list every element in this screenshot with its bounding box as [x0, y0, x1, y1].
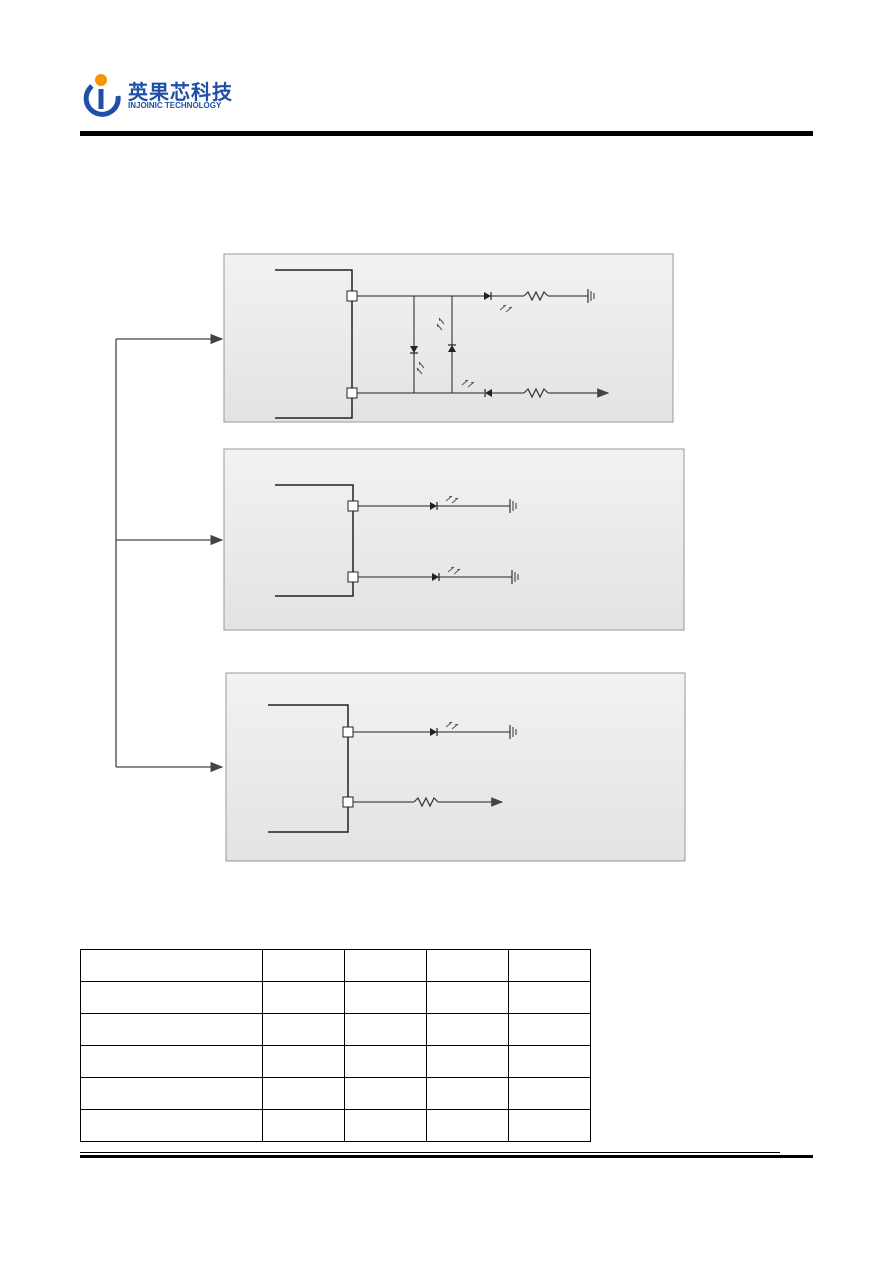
table-cell — [426, 981, 509, 1014]
footer-rule-thin — [80, 1152, 780, 1153]
table-cell — [344, 1077, 427, 1110]
table-cell — [262, 981, 345, 1014]
table-cell — [80, 1013, 263, 1046]
table-cell — [508, 1077, 591, 1110]
table-cell — [508, 1013, 591, 1046]
table-cell — [426, 1109, 509, 1142]
table-cell — [344, 981, 427, 1014]
table-row — [80, 1077, 591, 1110]
table-row — [80, 1109, 591, 1142]
table-cell — [344, 1045, 427, 1078]
header-rule — [80, 131, 813, 136]
table-cell — [426, 1045, 509, 1078]
logo-mark-icon — [83, 74, 121, 117]
table-cell — [508, 1045, 591, 1078]
company-logo: 英果芯科技 INJOINIC TECHNOLOGY — [80, 72, 250, 118]
circuit-panel-1 — [223, 253, 674, 423]
table-cell — [508, 1109, 591, 1142]
table-cell — [262, 1045, 345, 1078]
table-row — [80, 981, 591, 1014]
table-cell — [344, 1109, 427, 1142]
table-row — [80, 1013, 591, 1046]
table-cell — [508, 949, 591, 982]
spec-table — [80, 949, 591, 1142]
table-cell — [426, 949, 509, 982]
table-cell — [344, 949, 427, 982]
footer-rule — [80, 1155, 813, 1158]
table-cell — [262, 1077, 345, 1110]
circuit-panel-2 — [223, 448, 685, 631]
table-cell — [262, 1109, 345, 1142]
table-cell — [80, 1077, 263, 1110]
logo-chinese-name: 英果芯科技 — [128, 80, 233, 104]
table-cell — [508, 981, 591, 1014]
feeder-lines — [115, 333, 224, 773]
table-cell — [80, 1109, 263, 1142]
table-cell — [344, 1013, 427, 1046]
table-cell — [426, 1013, 509, 1046]
logo-english-name: INJOINIC TECHNOLOGY — [128, 101, 222, 110]
circuit-panel-3 — [225, 672, 686, 862]
table-row — [80, 949, 591, 982]
table-cell — [262, 949, 345, 982]
led-connection-diagram — [115, 253, 686, 862]
table-cell — [262, 1013, 345, 1046]
table-row — [80, 1045, 591, 1078]
table-cell — [80, 981, 263, 1014]
table-cell — [80, 1045, 263, 1078]
table-cell — [426, 1077, 509, 1110]
table-cell — [80, 949, 263, 982]
